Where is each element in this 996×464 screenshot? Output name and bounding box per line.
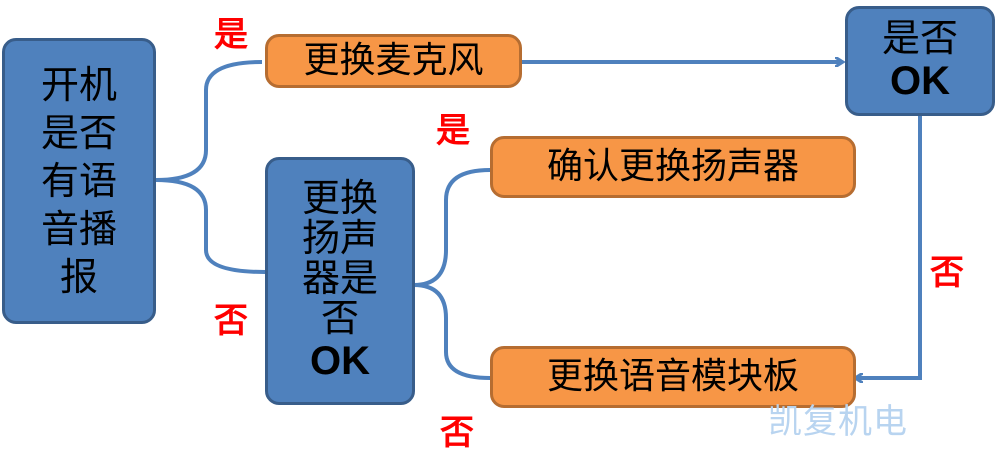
speaker-brace-connector bbox=[413, 168, 491, 380]
start-no-label: 否 bbox=[214, 301, 248, 341]
speaker-check-box: 更换 扬声 器是 否 OK bbox=[265, 157, 415, 405]
mic-check-box: 是否 OK bbox=[845, 6, 995, 116]
replace-module-label: 更换语音模块板 bbox=[546, 356, 799, 397]
replace-mic-label: 更换麦克风 bbox=[303, 40, 484, 81]
start-decision-label: 开机 是否 有语 音播 报 bbox=[40, 63, 117, 299]
speaker-check-ok: OK bbox=[310, 339, 370, 383]
speaker-no-label: 否 bbox=[440, 413, 474, 453]
mic-no-label: 否 bbox=[930, 253, 964, 293]
start-decision-box: 开机 是否 有语 音播 报 bbox=[2, 38, 156, 324]
replace-mic-box: 更换麦克风 bbox=[265, 34, 522, 88]
speaker-check-label: 更换 扬声 器是 否 bbox=[301, 176, 378, 340]
mic-check-ok: OK bbox=[890, 59, 950, 103]
speaker-yes-label: 是 bbox=[436, 111, 470, 151]
confirm-speaker-label: 确认更换扬声器 bbox=[546, 146, 799, 187]
replace-module-box: 更换语音模块板 bbox=[490, 346, 856, 408]
start-brace-connector bbox=[155, 60, 266, 274]
check-to-module-arrow bbox=[856, 116, 922, 378]
watermark: 凯复机电 bbox=[768, 402, 908, 442]
confirm-speaker-box: 确认更换扬声器 bbox=[490, 136, 856, 198]
mic-check-label: 是否 bbox=[881, 16, 958, 60]
start-yes-label: 是 bbox=[214, 15, 248, 55]
